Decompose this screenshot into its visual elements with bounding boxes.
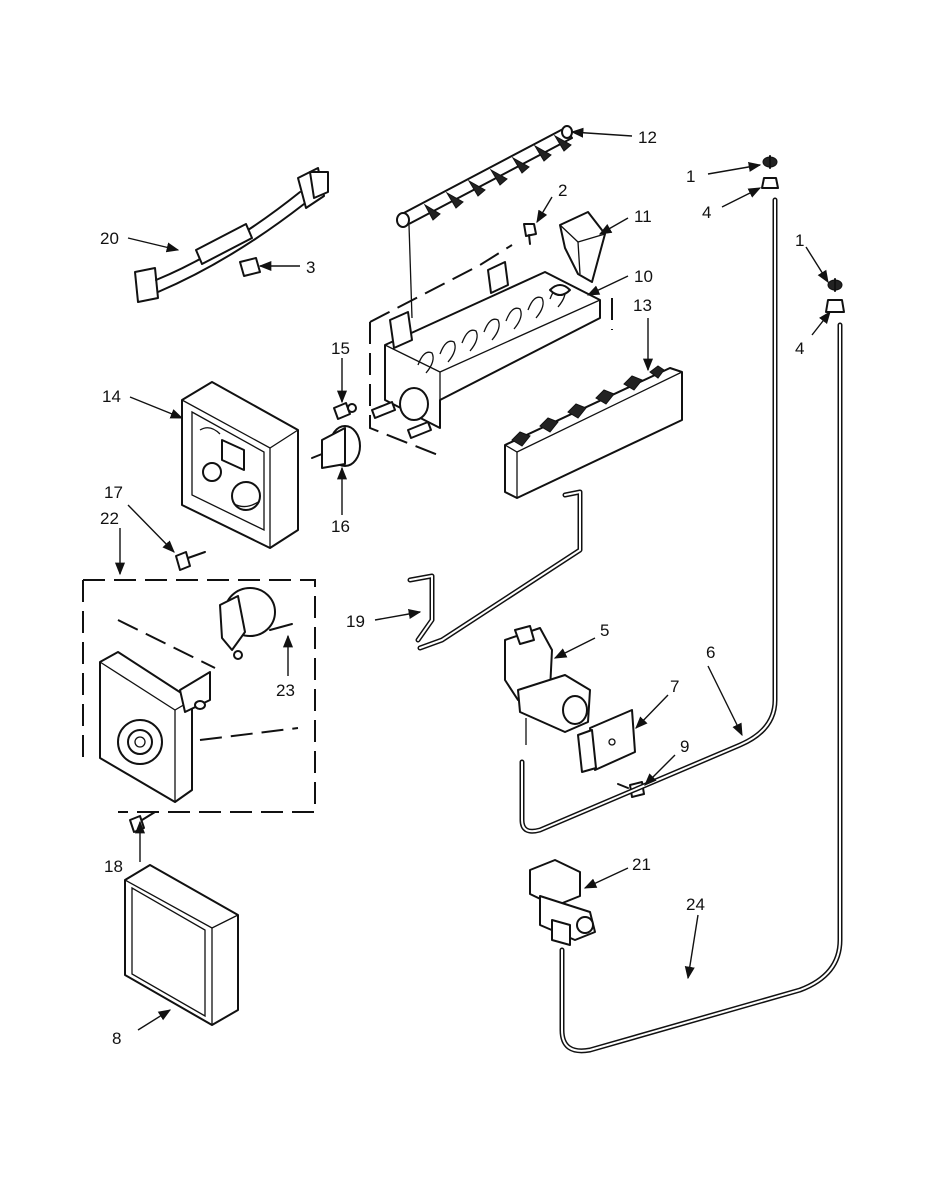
part-4-ferrule-lower (825, 299, 845, 313)
callout-8: 8 (112, 1029, 121, 1048)
part-5-valve (504, 625, 591, 745)
part-6-tube (519, 197, 778, 834)
part-7-bracket (577, 709, 636, 773)
part-3-clip (239, 257, 261, 277)
part-17-screw (175, 551, 206, 571)
part-14-housing (181, 381, 299, 549)
callout-17: 17 (104, 483, 123, 502)
callout-15: 15 (331, 339, 350, 358)
callout-2: 2 (558, 181, 567, 200)
callout-18: 18 (104, 857, 123, 876)
part-15-clip (333, 402, 357, 420)
part-22-module-box (82, 579, 316, 813)
part-1-nut-lower (827, 278, 843, 292)
callout-10: 10 (634, 267, 653, 286)
callout-20: 20 (100, 229, 119, 248)
callout-19: 19 (346, 612, 365, 631)
part-11-cover (559, 211, 606, 283)
callout-12: 12 (638, 128, 657, 147)
callout-4-lower: 4 (795, 339, 804, 358)
part-19-wire (407, 489, 583, 651)
callout-21: 21 (632, 855, 651, 874)
callout-5: 5 (600, 621, 609, 640)
callout-6: 6 (706, 643, 715, 662)
leader-lines (114, 127, 831, 1031)
callout-4-upper: 4 (702, 203, 711, 222)
part-24-tube (559, 322, 843, 1054)
part-2-screw (523, 223, 537, 245)
callout-14: 14 (102, 387, 121, 406)
callout-3: 3 (306, 258, 315, 277)
callout-22: 22 (100, 509, 119, 528)
part-1-nut-upper (762, 155, 778, 169)
callout-24: 24 (686, 895, 705, 914)
callout-1-upper: 1 (686, 167, 695, 186)
part-8-panel (124, 864, 239, 1026)
callout-16: 16 (331, 517, 350, 536)
part-13-tray (504, 365, 683, 499)
part-23-motor (219, 587, 293, 660)
callout-11: 11 (634, 207, 652, 226)
part-18-screw (129, 811, 156, 833)
callout-7: 7 (670, 677, 679, 696)
part-10-mold (369, 244, 613, 456)
part-22-control-module (99, 651, 211, 803)
callout-13: 13 (633, 296, 652, 315)
callout-labels: 1 1 2 3 4 4 5 6 7 8 9 10 11 12 13 14 15 … (100, 128, 804, 1048)
callout-9: 9 (680, 737, 689, 756)
part-21-inlet-valve (529, 859, 596, 946)
part-12-ejector (396, 125, 573, 319)
part-16-motor-gear (311, 425, 361, 469)
callout-1-lower: 1 (795, 231, 804, 250)
callout-23: 23 (276, 681, 295, 700)
part-4-ferrule-upper (761, 177, 779, 189)
part-20-harness (134, 167, 329, 303)
